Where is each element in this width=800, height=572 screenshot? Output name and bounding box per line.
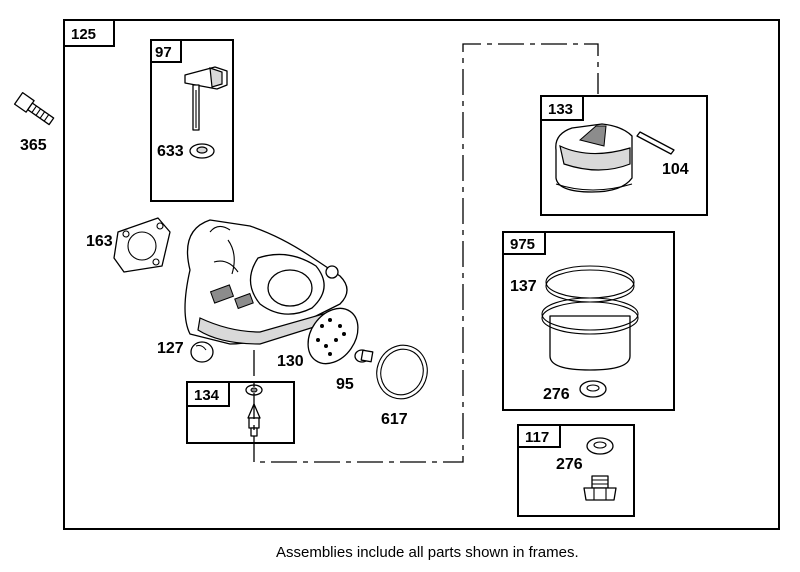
label-137: 137 — [510, 278, 537, 295]
main-frame-tag — [63, 19, 115, 47]
main-frame-125 — [63, 19, 780, 530]
frame-975-label: 975 — [510, 236, 535, 253]
main-frame-label: 125 — [71, 26, 96, 43]
o-ring-617-part — [376, 344, 428, 400]
frame-975-tag — [502, 231, 546, 255]
bowl-bolt-part — [583, 475, 617, 501]
label-276-frame975: 276 — [543, 386, 570, 403]
label-104: 104 — [662, 161, 689, 178]
screw-95-part — [354, 349, 374, 363]
plug-127-part — [190, 341, 214, 363]
bowl-137-part — [541, 265, 639, 371]
pin-104-part — [636, 131, 675, 155]
washer-276-frame975-part — [579, 380, 607, 398]
bolt-365-part — [13, 91, 55, 126]
frame-117-tag — [517, 424, 561, 448]
label-163: 163 — [86, 233, 113, 250]
frame-134-label: 134 — [194, 387, 220, 404]
label-617: 617 — [381, 411, 408, 428]
frame-133-label: 133 — [548, 101, 573, 118]
frame-133 — [540, 95, 708, 216]
frame-97-tag — [150, 39, 182, 63]
label-365: 365 — [20, 137, 47, 154]
label-633: 633 — [157, 143, 184, 160]
frame-117-label: 117 — [525, 429, 549, 446]
carburetor-body-part — [184, 219, 348, 345]
label-276-frame117: 276 — [556, 456, 583, 473]
float-133-part — [555, 123, 633, 193]
frame-134-tag — [186, 381, 230, 407]
gasket-163-part — [113, 217, 171, 273]
caption: Assemblies include all parts shown in fr… — [276, 544, 579, 561]
disc-130-part — [307, 307, 359, 365]
frame-975 — [502, 231, 675, 411]
float-lever-part — [184, 66, 228, 131]
frame-97-label: 97 — [155, 44, 172, 61]
washer-276-frame117-part — [586, 437, 614, 455]
seat-633-part — [189, 143, 215, 159]
frame-134 — [186, 381, 295, 444]
assembly-leader-line — [253, 43, 599, 463]
frame-133-tag — [540, 95, 584, 121]
frame-117 — [517, 424, 635, 517]
label-130: 130 — [277, 353, 304, 370]
label-95: 95 — [336, 376, 354, 393]
frame-97 — [150, 39, 234, 202]
label-127: 127 — [157, 340, 184, 357]
